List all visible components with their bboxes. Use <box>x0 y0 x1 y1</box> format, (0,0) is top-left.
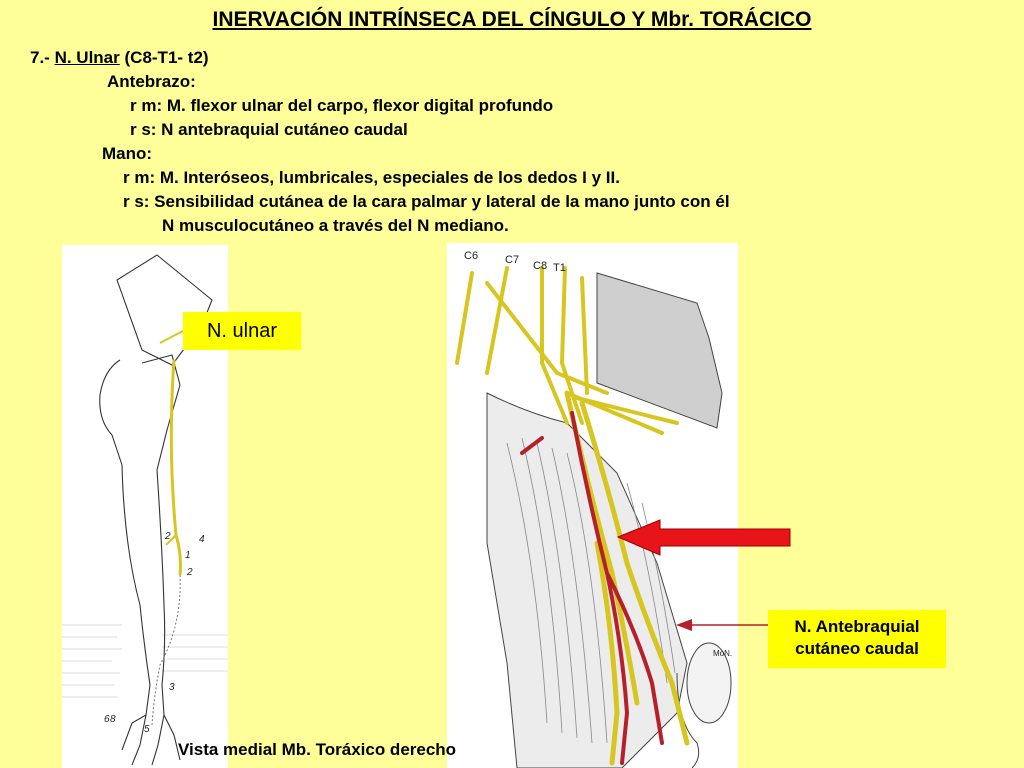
figure-caption: Vista medial Mb. Toráxico derecho <box>178 740 457 759</box>
figure-mark: 2 <box>186 567 193 578</box>
medial-view-figure: C6 C7 C8 T1 MoN. <box>447 243 738 768</box>
figure-mark: 5 <box>144 724 150 735</box>
line-antebrazo-rm: r m: M. flexor ulnar del carpo, flexor d… <box>130 96 554 115</box>
section-number: 7.- <box>30 48 50 67</box>
line-antebrazo: Antebrazo: <box>107 72 196 91</box>
label-antebraquial-line1: N. Antebraquial <box>794 617 920 636</box>
forelimb-skeleton-drawing: 4 2 1 2 3 6 8 5 <box>62 254 228 766</box>
root-label: T1 <box>553 262 566 274</box>
author-mark: MoN. <box>713 649 732 658</box>
figure-mark: 8 <box>110 714 116 725</box>
line-mano: Mano: <box>102 144 153 163</box>
root-label: C7 <box>505 254 519 266</box>
figure-mark: 3 <box>169 682 175 693</box>
nerve-roots: (C8-T1- t2) <box>124 48 209 67</box>
label-antebraquial-line2: cutáneo caudal <box>795 639 919 658</box>
root-label: C6 <box>464 250 478 262</box>
root-label: C8 <box>533 260 547 272</box>
figure-mark: 1 <box>185 550 191 561</box>
line-mano-rm: r m: M. Interóseos, lumbricales, especia… <box>123 168 620 187</box>
line-mano-rs-cont: N musculocutáneo a través del N mediano. <box>162 216 509 235</box>
label-n-ulnar: N. ulnar <box>183 312 301 350</box>
figure-mark: 4 <box>199 534 205 545</box>
slide-title: INERVACIÓN INTRÍNSECA DEL CÍNGULO Y Mbr.… <box>212 8 812 31</box>
figure-mark: 6 <box>104 714 110 725</box>
label-n-antebraquial: N. Antebraquial cutáneo caudal <box>768 610 946 668</box>
section-heading: 7.- N. Ulnar (C8-T1- t2) <box>30 48 209 68</box>
red-arrow-icon <box>616 519 791 556</box>
figure-mark: 2 <box>164 531 171 542</box>
nerve-name: N. Ulnar <box>54 48 120 67</box>
line-mano-rs: r s: Sensibilidad cutánea de la cara pal… <box>123 192 730 211</box>
line-antebrazo-rs: r s: N antebraquial cutáneo caudal <box>130 120 408 139</box>
medial-view-drawing: C6 C7 C8 T1 MoN. <box>455 250 732 768</box>
arrowhead-icon <box>676 619 692 631</box>
ulnar-pointer-line <box>159 330 184 344</box>
